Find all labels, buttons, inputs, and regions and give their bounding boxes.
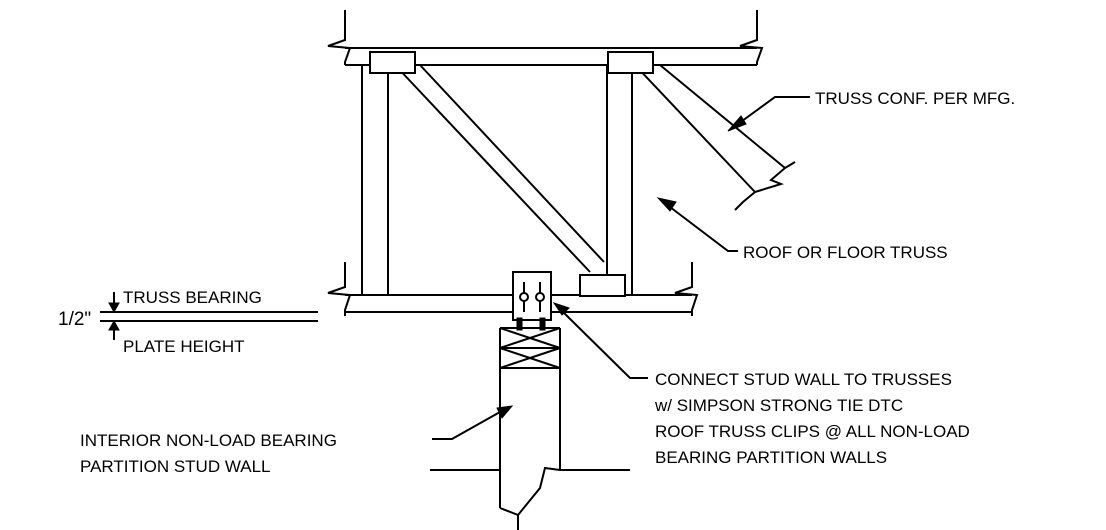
right-diagonal-web	[634, 64, 796, 211]
right-vertical-web	[606, 65, 633, 295]
simpson-dtc-clip	[512, 271, 552, 331]
gusset-plate-top-left	[369, 51, 416, 74]
label-connect-line-2: w/ SIMPSON STRONG TIE DTC	[654, 396, 903, 415]
dimension-1-2-inch	[100, 292, 318, 340]
label-dimension: 1/2"	[58, 309, 91, 330]
label-roof-floor-truss: ROOF OR FLOOR TRUSS	[743, 243, 948, 262]
leader-truss-conf	[727, 96, 810, 132]
stud-wall	[430, 327, 630, 530]
label-interior-line-2: PARTITION STUD WALL	[80, 457, 271, 476]
leader-connect-stud-wall	[552, 302, 648, 379]
label-truss-conf: TRUSS CONF. PER MFG.	[815, 89, 1015, 108]
label-connect-line-4: BEARING PARTITION WALLS	[655, 448, 887, 467]
label-connect-line-1: CONNECT STUD WALL TO TRUSSES	[655, 370, 952, 389]
diagonal-web	[394, 64, 605, 273]
left-vertical-web	[361, 65, 389, 295]
leader-interior-wall	[432, 405, 514, 440]
leader-roof-floor-truss	[656, 197, 738, 252]
gusset-plate-bottom	[579, 274, 626, 297]
label-truss-bearing: TRUSS BEARING	[123, 288, 262, 307]
label-interior-line-1: INTERIOR NON-LOAD BEARING	[80, 431, 337, 450]
gusset-plate-top-right	[607, 51, 654, 74]
label-connect-line-3: ROOF TRUSS CLIPS @ ALL NON-LOAD	[655, 422, 970, 441]
label-plate-height: PLATE HEIGHT	[123, 337, 245, 356]
